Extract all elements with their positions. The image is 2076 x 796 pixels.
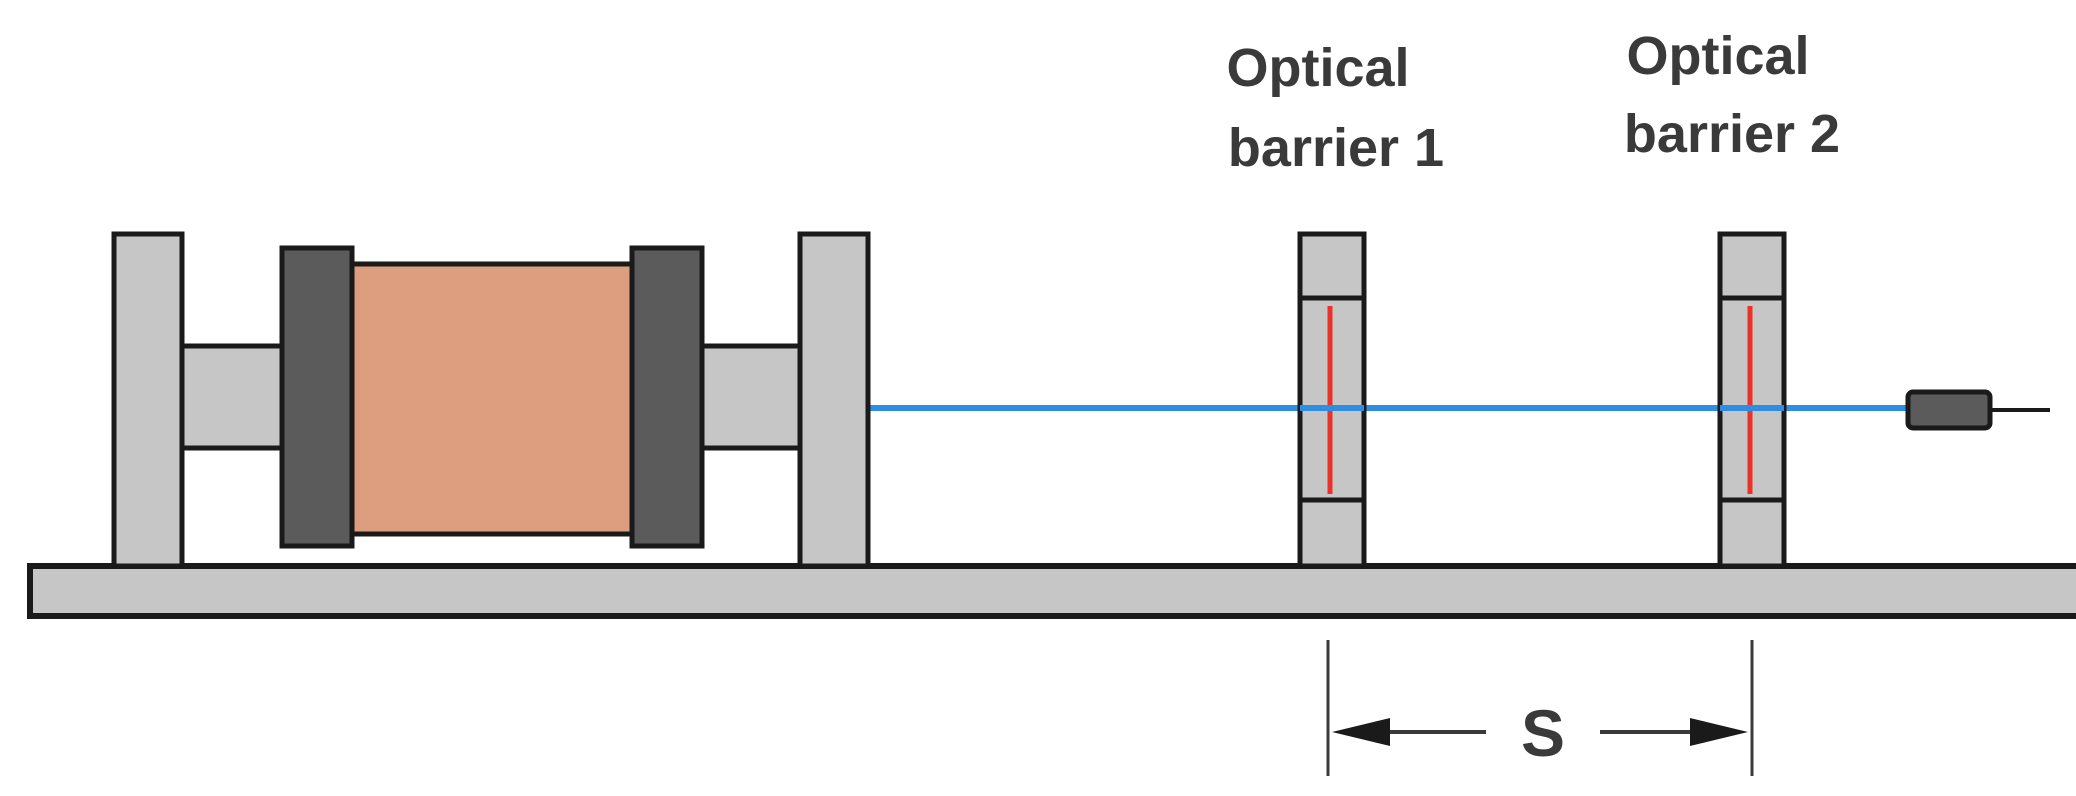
- right-clamp: [629, 245, 705, 549]
- dimension-arrow-left: [1332, 718, 1390, 746]
- laser-source: [1905, 389, 2050, 431]
- barrier-2-label-line-2: barrier 2: [1624, 104, 1840, 164]
- dimension-arrow-right: [1690, 718, 1748, 746]
- barrier-1-label-line-2: barrier 1: [1228, 118, 1444, 178]
- barrier-2-label-line-1: Optical: [1626, 26, 1809, 86]
- base-rail: [27, 563, 2076, 619]
- optical-barrier-1: [1297, 231, 1367, 569]
- distance-label: S: [1521, 696, 1565, 770]
- sample-body: [349, 261, 635, 537]
- background-patch: [1830, 700, 1940, 770]
- left-clamp: [279, 245, 355, 549]
- right-shaft: [699, 343, 803, 451]
- laser-source-body: [1905, 389, 1993, 431]
- barrier-1-label-line-1: Optical: [1226, 38, 1409, 98]
- distance-dimension: S: [1326, 640, 1754, 776]
- optical-barrier-2: [1717, 231, 1787, 569]
- left-support-post: [111, 231, 185, 569]
- left-shaft: [179, 343, 285, 451]
- barrier-2-frame: [1717, 231, 1787, 569]
- right-support-post: [797, 231, 871, 569]
